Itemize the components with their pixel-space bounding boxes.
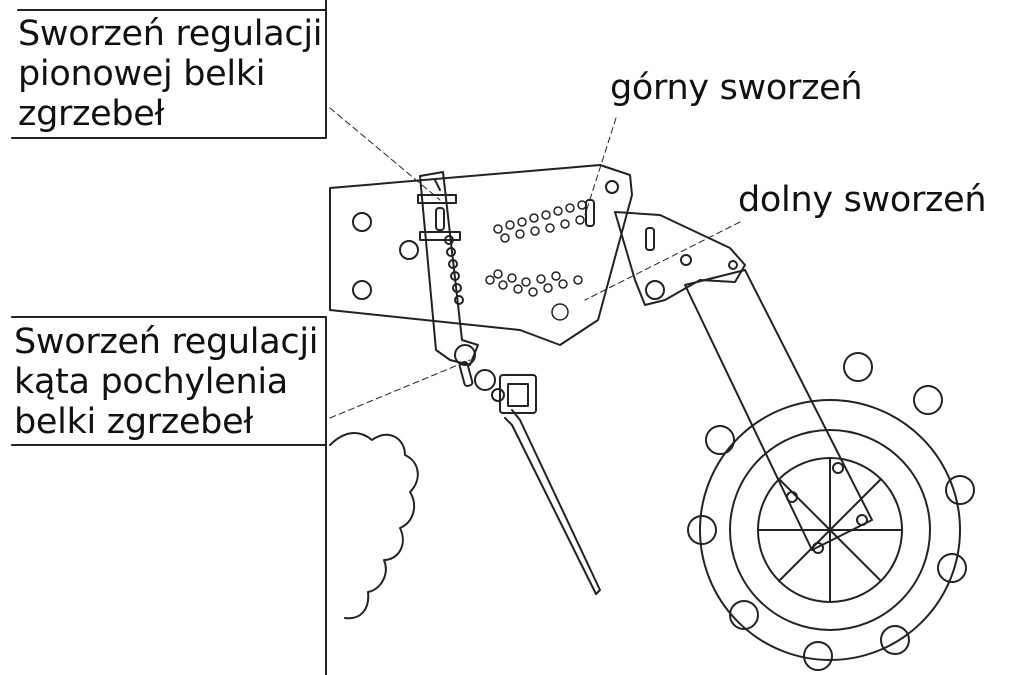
label-angle-pin-line2: kąta pochylenia xyxy=(14,362,288,402)
label-angle-pin: Sworzeń regulacji kąta pochylenia belki … xyxy=(14,322,318,442)
vertical-beam xyxy=(417,171,479,366)
angle-joint xyxy=(454,344,537,414)
label-lower-pin: dolny sworzeń xyxy=(738,180,987,220)
leader-lines xyxy=(329,107,741,419)
label-angle-pin-line3: belki zgrzebeł xyxy=(14,402,253,442)
label-vertical-pin-line1: Sworzeń regulacji xyxy=(18,14,323,54)
frame-plate xyxy=(329,164,633,346)
label-vertical-pin-line3: zgrzebeł xyxy=(18,94,165,134)
label-vertical-pin: Sworzeń regulacji pionowej belki zgrzebe… xyxy=(18,14,322,134)
upper-pin xyxy=(585,199,595,227)
tine-rod xyxy=(504,409,601,595)
label-frame-angle-pin xyxy=(11,316,327,675)
wheel-arm xyxy=(614,211,873,554)
adjacent-wheel-outline xyxy=(329,432,419,620)
label-vertical-pin-line2: pionowej belki xyxy=(18,54,266,94)
adjustment-holes xyxy=(485,200,587,321)
label-angle-pin-line1: Sworzeń regulacji xyxy=(14,322,319,362)
label-frame-vertical-pin xyxy=(11,0,327,139)
spiked-wheel xyxy=(687,352,975,671)
label-upper-pin: górny sworzeń xyxy=(610,68,863,108)
